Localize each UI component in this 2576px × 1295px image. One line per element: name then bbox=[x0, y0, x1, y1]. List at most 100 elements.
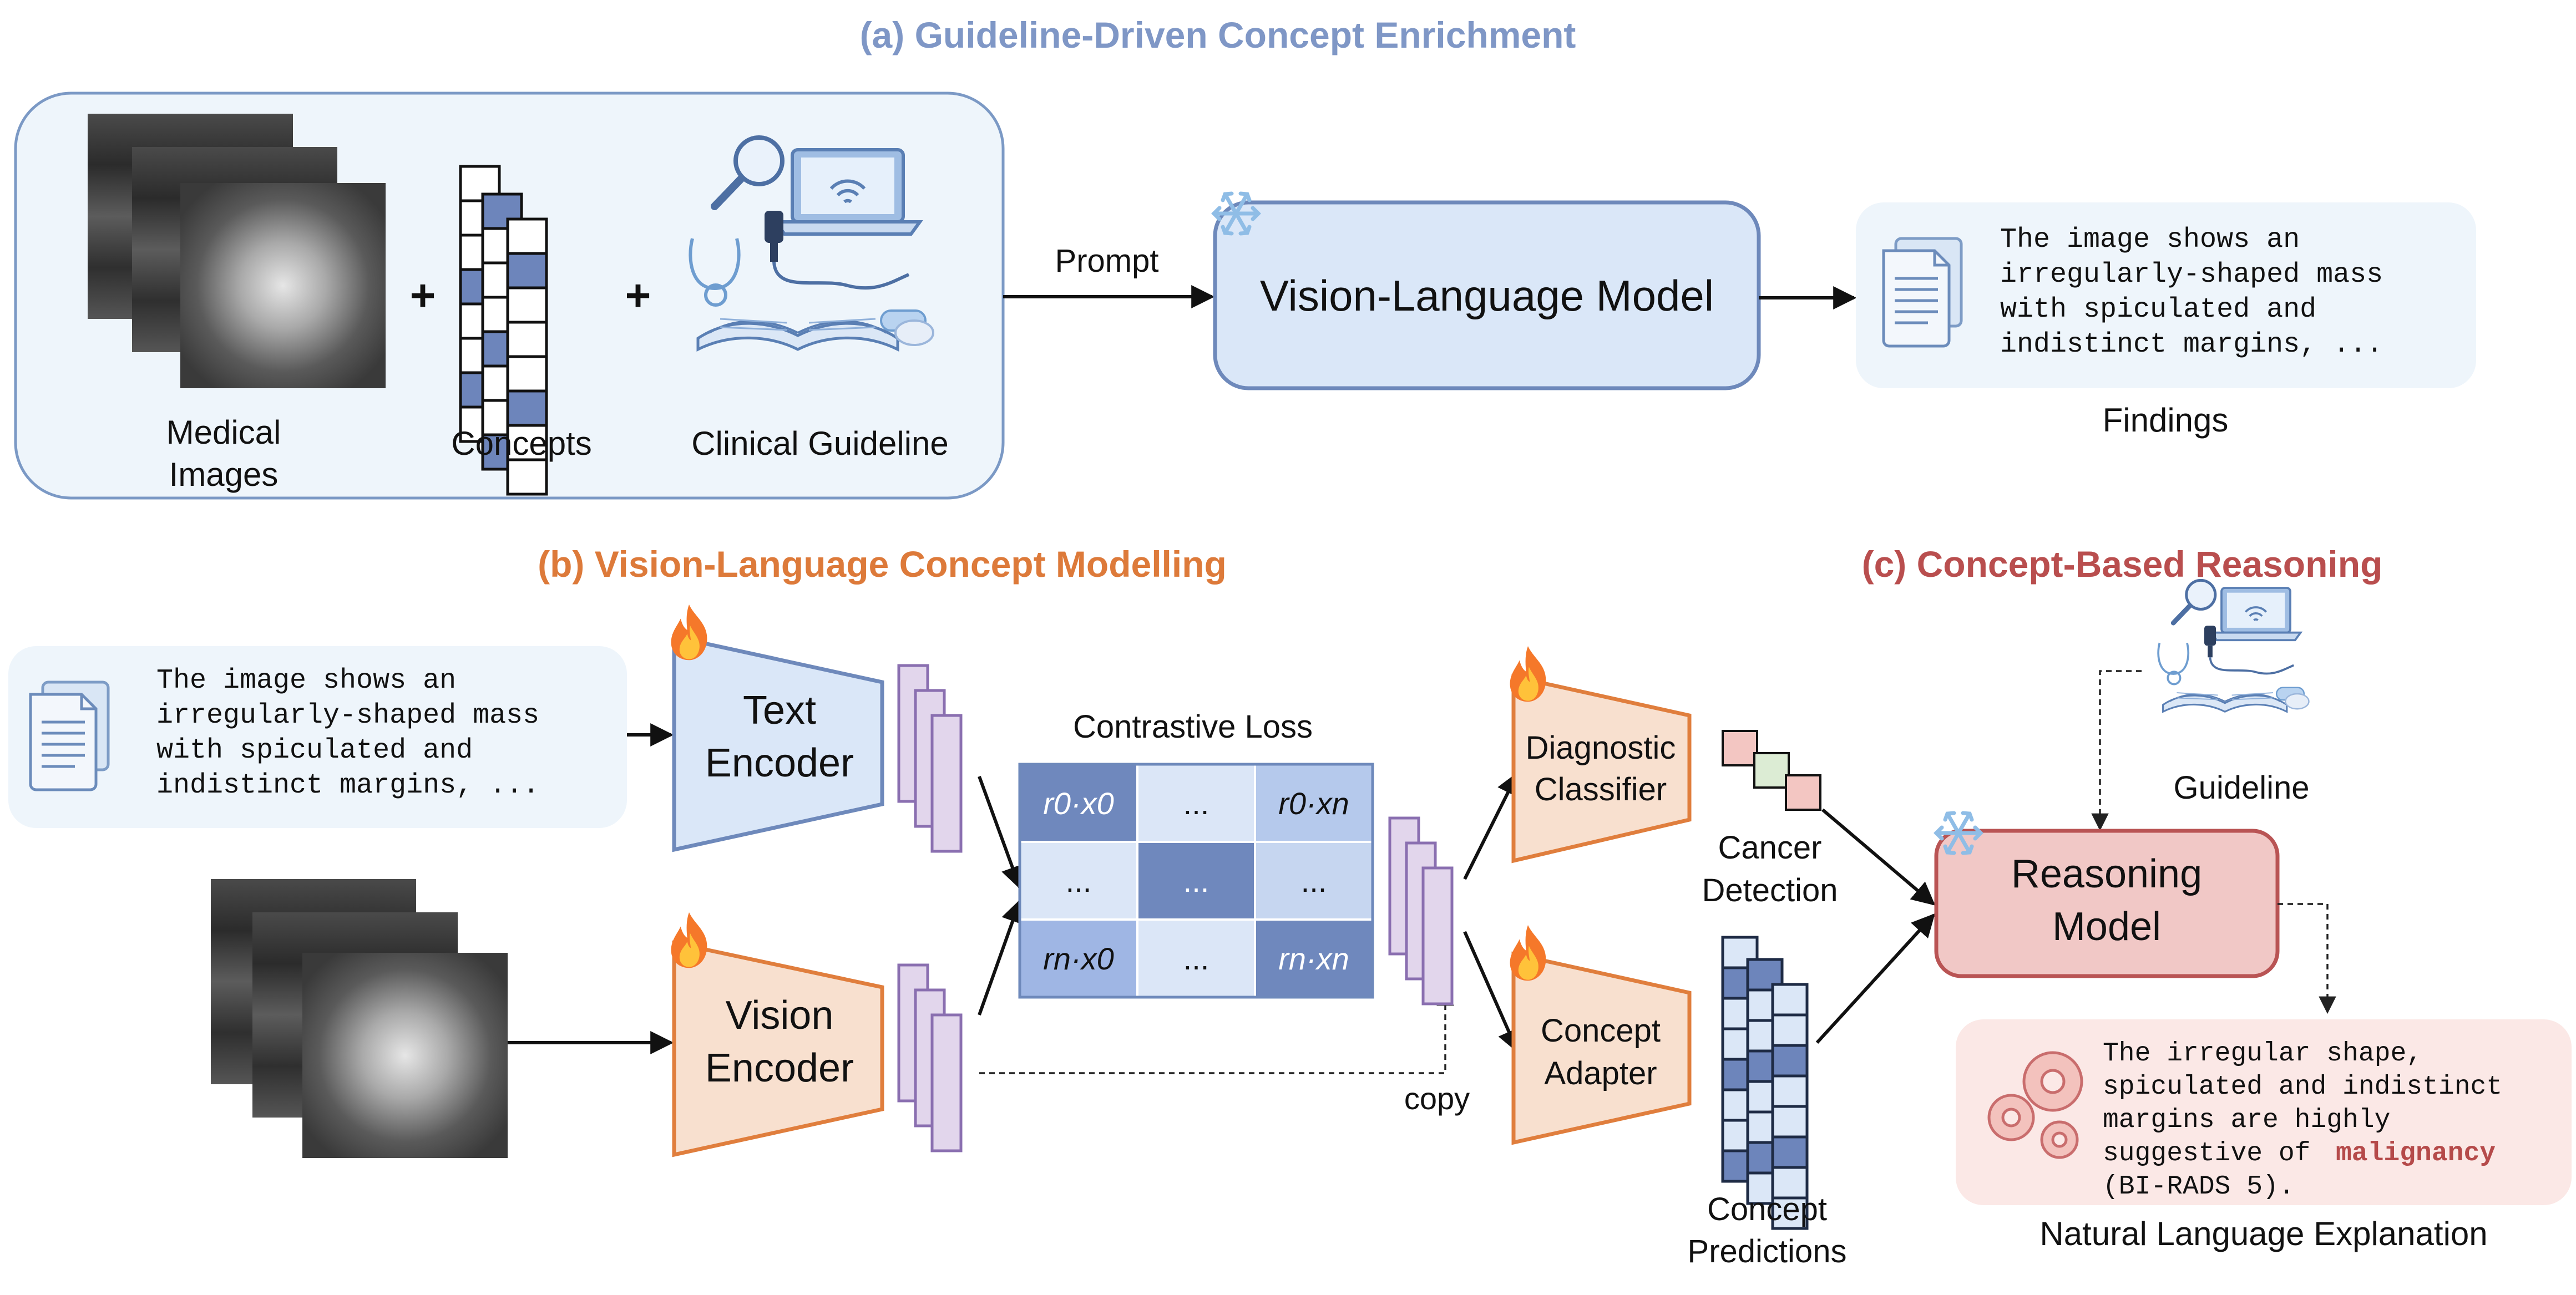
diagnostic-classifier-label-1: Diagnostic bbox=[1526, 730, 1676, 766]
adapter-trainable-flame-icon bbox=[1510, 925, 1546, 981]
matrix-cell-label: r0·xn bbox=[1278, 786, 1349, 821]
prompt-label: Prompt bbox=[1055, 243, 1159, 279]
matrix-cell-label: ... bbox=[1066, 864, 1092, 898]
report-line-1: The image shows an bbox=[156, 665, 456, 697]
embedding-to-adapter-arrow bbox=[1463, 931, 1520, 1053]
concept-prediction-cell bbox=[1771, 1135, 1809, 1169]
classifier-trainable-flame-icon bbox=[1510, 646, 1546, 702]
contrastive-loss-matrix: r0·x0...r0·xn.........rn·x0...rn·xn bbox=[1018, 763, 1374, 999]
concept-adapter-shape bbox=[1511, 951, 1692, 1145]
matrix-cell-label: ... bbox=[1183, 864, 1209, 898]
explanation-box bbox=[1956, 1019, 2572, 1205]
reasoning-to-explanation-dashed-arrow bbox=[2278, 903, 2336, 1014]
concept-prediction-cell bbox=[1771, 1013, 1809, 1047]
concept-cell bbox=[506, 217, 548, 255]
concepts-to-reasoning-arrow bbox=[1815, 913, 1935, 1044]
text-embedding-stack bbox=[897, 664, 963, 853]
concept-prediction-cell bbox=[1771, 1074, 1809, 1108]
findings-text: The image shows an irregularly-shaped ma… bbox=[2000, 224, 2383, 360]
explanation-line-3: margins are highly bbox=[2103, 1105, 2390, 1135]
findings-label: Findings bbox=[2103, 402, 2229, 439]
cancer-detection-label-1: Cancer bbox=[1718, 830, 1822, 866]
cancer-detection-output bbox=[1722, 730, 1821, 811]
explanation-malignancy: malignancy bbox=[2336, 1139, 2496, 1169]
diagnostic-classifier-label-2: Classifier bbox=[1535, 771, 1667, 808]
clinical-guideline-label: Clinical Guideline bbox=[691, 425, 949, 462]
reasoning-model-label-1: Reasoning bbox=[2011, 852, 2202, 896]
matrix-cell-label: ... bbox=[1183, 941, 1209, 976]
vision-encoder-trainable-flame-icon bbox=[671, 912, 707, 968]
matrix-cell bbox=[1136, 841, 1256, 921]
medical-images-label-1: Medical bbox=[166, 414, 281, 451]
gears-icon bbox=[1987, 1051, 2083, 1159]
matrix-cell-label: ... bbox=[1183, 786, 1209, 821]
concept-prediction-cell bbox=[1771, 1105, 1809, 1139]
section-a-title: (a) Guideline-Driven Concept Enrichment bbox=[860, 14, 1576, 55]
matrix-cell bbox=[1254, 763, 1374, 843]
vision-language-model-box bbox=[1213, 200, 1761, 390]
reasoning-model-label-2: Model bbox=[2052, 905, 2161, 949]
concepts-label: Concepts bbox=[451, 425, 591, 462]
vision-encoder-shape bbox=[672, 940, 884, 1157]
matrix-cell bbox=[1136, 918, 1256, 998]
concepts-vector-icon bbox=[459, 165, 548, 496]
embedding-vector bbox=[1421, 866, 1454, 1005]
concept-cell bbox=[506, 321, 548, 358]
report-box bbox=[8, 646, 627, 828]
concept-predictions-output bbox=[1721, 936, 1809, 1230]
medical-images-stack bbox=[88, 114, 386, 388]
matrix-cell-label: r0·x0 bbox=[1043, 786, 1114, 821]
vision-encoder-label-1: Vision bbox=[726, 993, 834, 1038]
vision-language-model-label: Vision-Language Model bbox=[1260, 271, 1714, 320]
concept-prediction-cell bbox=[1771, 1044, 1809, 1078]
medical-images-stack-b bbox=[211, 879, 508, 1158]
embedding-to-classifier-arrow bbox=[1463, 771, 1519, 880]
medical-images-label-2: Images bbox=[169, 456, 279, 493]
concept-adapter-label-1: Concept bbox=[1541, 1013, 1661, 1049]
copy-label: copy bbox=[1404, 1081, 1470, 1116]
report-line-2: irregularly-shaped mass bbox=[156, 700, 539, 732]
text-embedding-to-loss-arrow bbox=[978, 775, 1024, 890]
explanation-label: Natural Language Explanation bbox=[2039, 1215, 2487, 1252]
explanation-line-1: The irregular shape, bbox=[2103, 1039, 2422, 1069]
findings-box bbox=[1856, 202, 2476, 388]
guideline-label: Guideline bbox=[2173, 770, 2309, 806]
findings-line-2: irregularly-shaped mass bbox=[2000, 259, 2383, 291]
vision-embedding-to-loss-arrow bbox=[978, 899, 1024, 1016]
vision-encoder-label-2: Encoder bbox=[705, 1046, 854, 1090]
concept-predictions-label-1: Concept bbox=[1707, 1191, 1827, 1227]
concept-cell bbox=[506, 424, 548, 461]
text-encoder-shape bbox=[672, 634, 884, 852]
report-line-3: with spiculated and bbox=[156, 735, 473, 766]
plus-sign-1: + bbox=[410, 271, 436, 320]
findings-line-1: The image shows an bbox=[2000, 224, 2300, 256]
copy-dashed-arrow bbox=[979, 988, 1454, 1074]
embedding-vector bbox=[930, 1013, 963, 1152]
matrix-cell bbox=[1254, 841, 1374, 921]
text-encoder-label-2: Encoder bbox=[705, 741, 854, 785]
concept-cell bbox=[506, 389, 548, 427]
concept-cell bbox=[506, 286, 548, 324]
concept-cell bbox=[506, 355, 548, 393]
report-document-icon bbox=[31, 682, 108, 790]
findings-document-icon bbox=[1884, 238, 1961, 346]
explanation-line-4: suggestive of bbox=[2103, 1139, 2310, 1169]
concept-prediction-cell bbox=[1771, 1196, 1809, 1230]
embedding-vector bbox=[930, 714, 963, 853]
cancer-detection-label-2: Detection bbox=[1702, 872, 1838, 908]
plus-sign-2: + bbox=[625, 271, 651, 320]
copied-embedding-stack bbox=[1388, 816, 1454, 1005]
findings-line-4: indistinct margins, ... bbox=[2000, 329, 2383, 360]
guideline-to-reasoning-dashed-arrow bbox=[2091, 670, 2142, 831]
concept-adapter-label-2: Adapter bbox=[1544, 1055, 1657, 1091]
matrix-cell-label: ... bbox=[1301, 864, 1327, 898]
concept-predictions-label-2: Predictions bbox=[1688, 1233, 1847, 1269]
findings-line-3: with spiculated and bbox=[2000, 294, 2316, 326]
concept-cell bbox=[506, 252, 548, 290]
cancer-to-reasoning-arrow bbox=[1821, 808, 1936, 906]
contrastive-loss-label: Contrastive Loss bbox=[1073, 709, 1313, 745]
section-b-title: (b) Vision-Language Concept Modelling bbox=[538, 544, 1227, 585]
text-encoder-trainable-flame-icon bbox=[671, 605, 707, 661]
matrix-cell-label: rn·xn bbox=[1278, 941, 1349, 976]
